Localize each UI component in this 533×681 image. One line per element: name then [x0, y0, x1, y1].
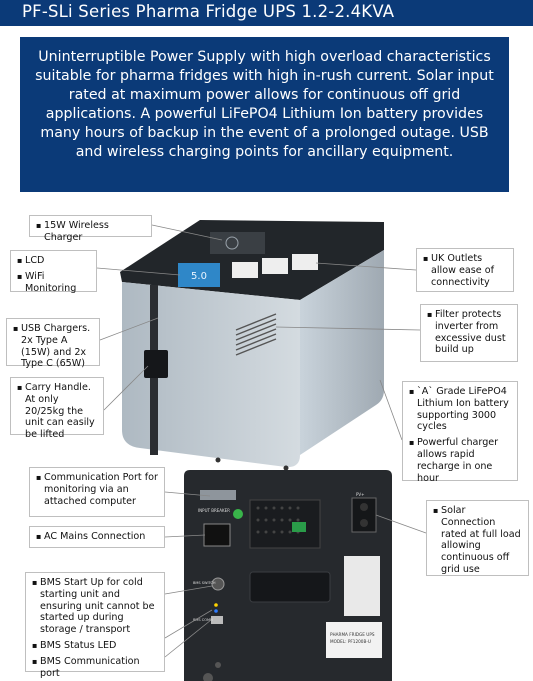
- callout-text: LCD: [17, 255, 90, 267]
- callout-solar: Solar Connection rated at full load allo…: [426, 500, 529, 576]
- callout-usb-chargers: USB Chargers. 2x Type A (15W) and 2x Typ…: [6, 318, 100, 369]
- bms-switch-label: BMS SWITCH: [193, 581, 216, 585]
- callout-text: AC Mains Connection: [36, 531, 158, 543]
- device-front-panel: [122, 282, 300, 468]
- callout-comm-port: Communication Port for monitoring via an…: [29, 467, 165, 517]
- callout-text: Filter protects inverter from excessive …: [427, 309, 511, 356]
- callout-text: Carry Handle. At only 20/25kg the unit c…: [17, 382, 97, 441]
- lcd-display: [178, 263, 220, 287]
- callout-carry-handle: Carry Handle. At only 20/25kg the unit c…: [10, 377, 104, 440]
- carry-handle: [144, 350, 168, 378]
- callout-wireless-charger: 15W Wireless Charger: [29, 215, 152, 243]
- input-breaker-button: [233, 509, 243, 519]
- page-title: PF-SLi Series Pharma Fridge UPS 1.2-2.4K…: [22, 2, 395, 21]
- callout-text: `A` Grade LiFePO4 Lithium Ion battery su…: [409, 386, 511, 433]
- uk-outlet-2: [262, 258, 288, 274]
- product-description: Uninterruptible Power Supply with high o…: [20, 37, 509, 192]
- bms-switch-knob: [211, 577, 225, 591]
- callout-text: BMS Start Up for cold starting unit and …: [32, 577, 158, 636]
- callout-bms: BMS Start Up for cold starting unit and …: [25, 572, 165, 679]
- callout-text: WiFi Monitoring: [17, 271, 90, 295]
- bms-comm-label: BMS COMM: [193, 618, 213, 622]
- callout-lcd-wifi: LCD WiFi Monitoring: [10, 250, 97, 295]
- input-breaker-label: INPUT BREAKER: [198, 508, 230, 513]
- callout-uk-outlets: UK Outlets allow ease of connectivity: [416, 248, 514, 292]
- callout-text: 15W Wireless Charger: [36, 220, 145, 244]
- callout-battery-charger: `A` Grade LiFePO4 Lithium Ion battery su…: [402, 381, 518, 484]
- device-side-panel: [300, 250, 384, 455]
- terminal-block: [292, 522, 306, 532]
- fan-grill: [249, 499, 321, 549]
- rear-handle-slot: [249, 571, 331, 603]
- rating-plate-title: PHARMA FRIDGE UPS: [330, 632, 375, 637]
- uk-outlet-3: [292, 254, 318, 270]
- uk-outlet-1: [232, 262, 258, 278]
- callout-text: UK Outlets allow ease of connectivity: [423, 253, 507, 288]
- rating-plate: [326, 622, 382, 658]
- callout-filter: Filter protects inverter from excessive …: [420, 304, 518, 362]
- lcd-display-text: 5.0: [191, 271, 207, 282]
- callout-text: Communication Port for monitoring via an…: [36, 472, 158, 507]
- callout-text: Solar Connection rated at full load allo…: [433, 505, 522, 576]
- rating-plate-model: MODEL: PF1200B-U: [330, 639, 371, 644]
- spec-label-upper: [344, 556, 380, 616]
- bms-led-1: [214, 603, 218, 607]
- callout-text: Powerful charger allows rapid recharge i…: [409, 437, 511, 484]
- callout-ac-mains: AC Mains Connection: [29, 526, 165, 548]
- bms-comm-port: [211, 616, 223, 624]
- bms-led-2: [214, 609, 218, 613]
- callout-text: BMS Status LED: [32, 640, 158, 652]
- title-bar: PF-SLi Series Pharma Fridge UPS 1.2-2.4K…: [0, 0, 533, 26]
- filter-vent: [235, 313, 277, 356]
- comm-port-block: [200, 490, 236, 500]
- callout-text: BMS Communication port: [32, 656, 158, 680]
- callout-text: USB Chargers. 2x Type A (15W) and 2x Typ…: [13, 323, 93, 370]
- pv-label: PV+: [356, 492, 365, 497]
